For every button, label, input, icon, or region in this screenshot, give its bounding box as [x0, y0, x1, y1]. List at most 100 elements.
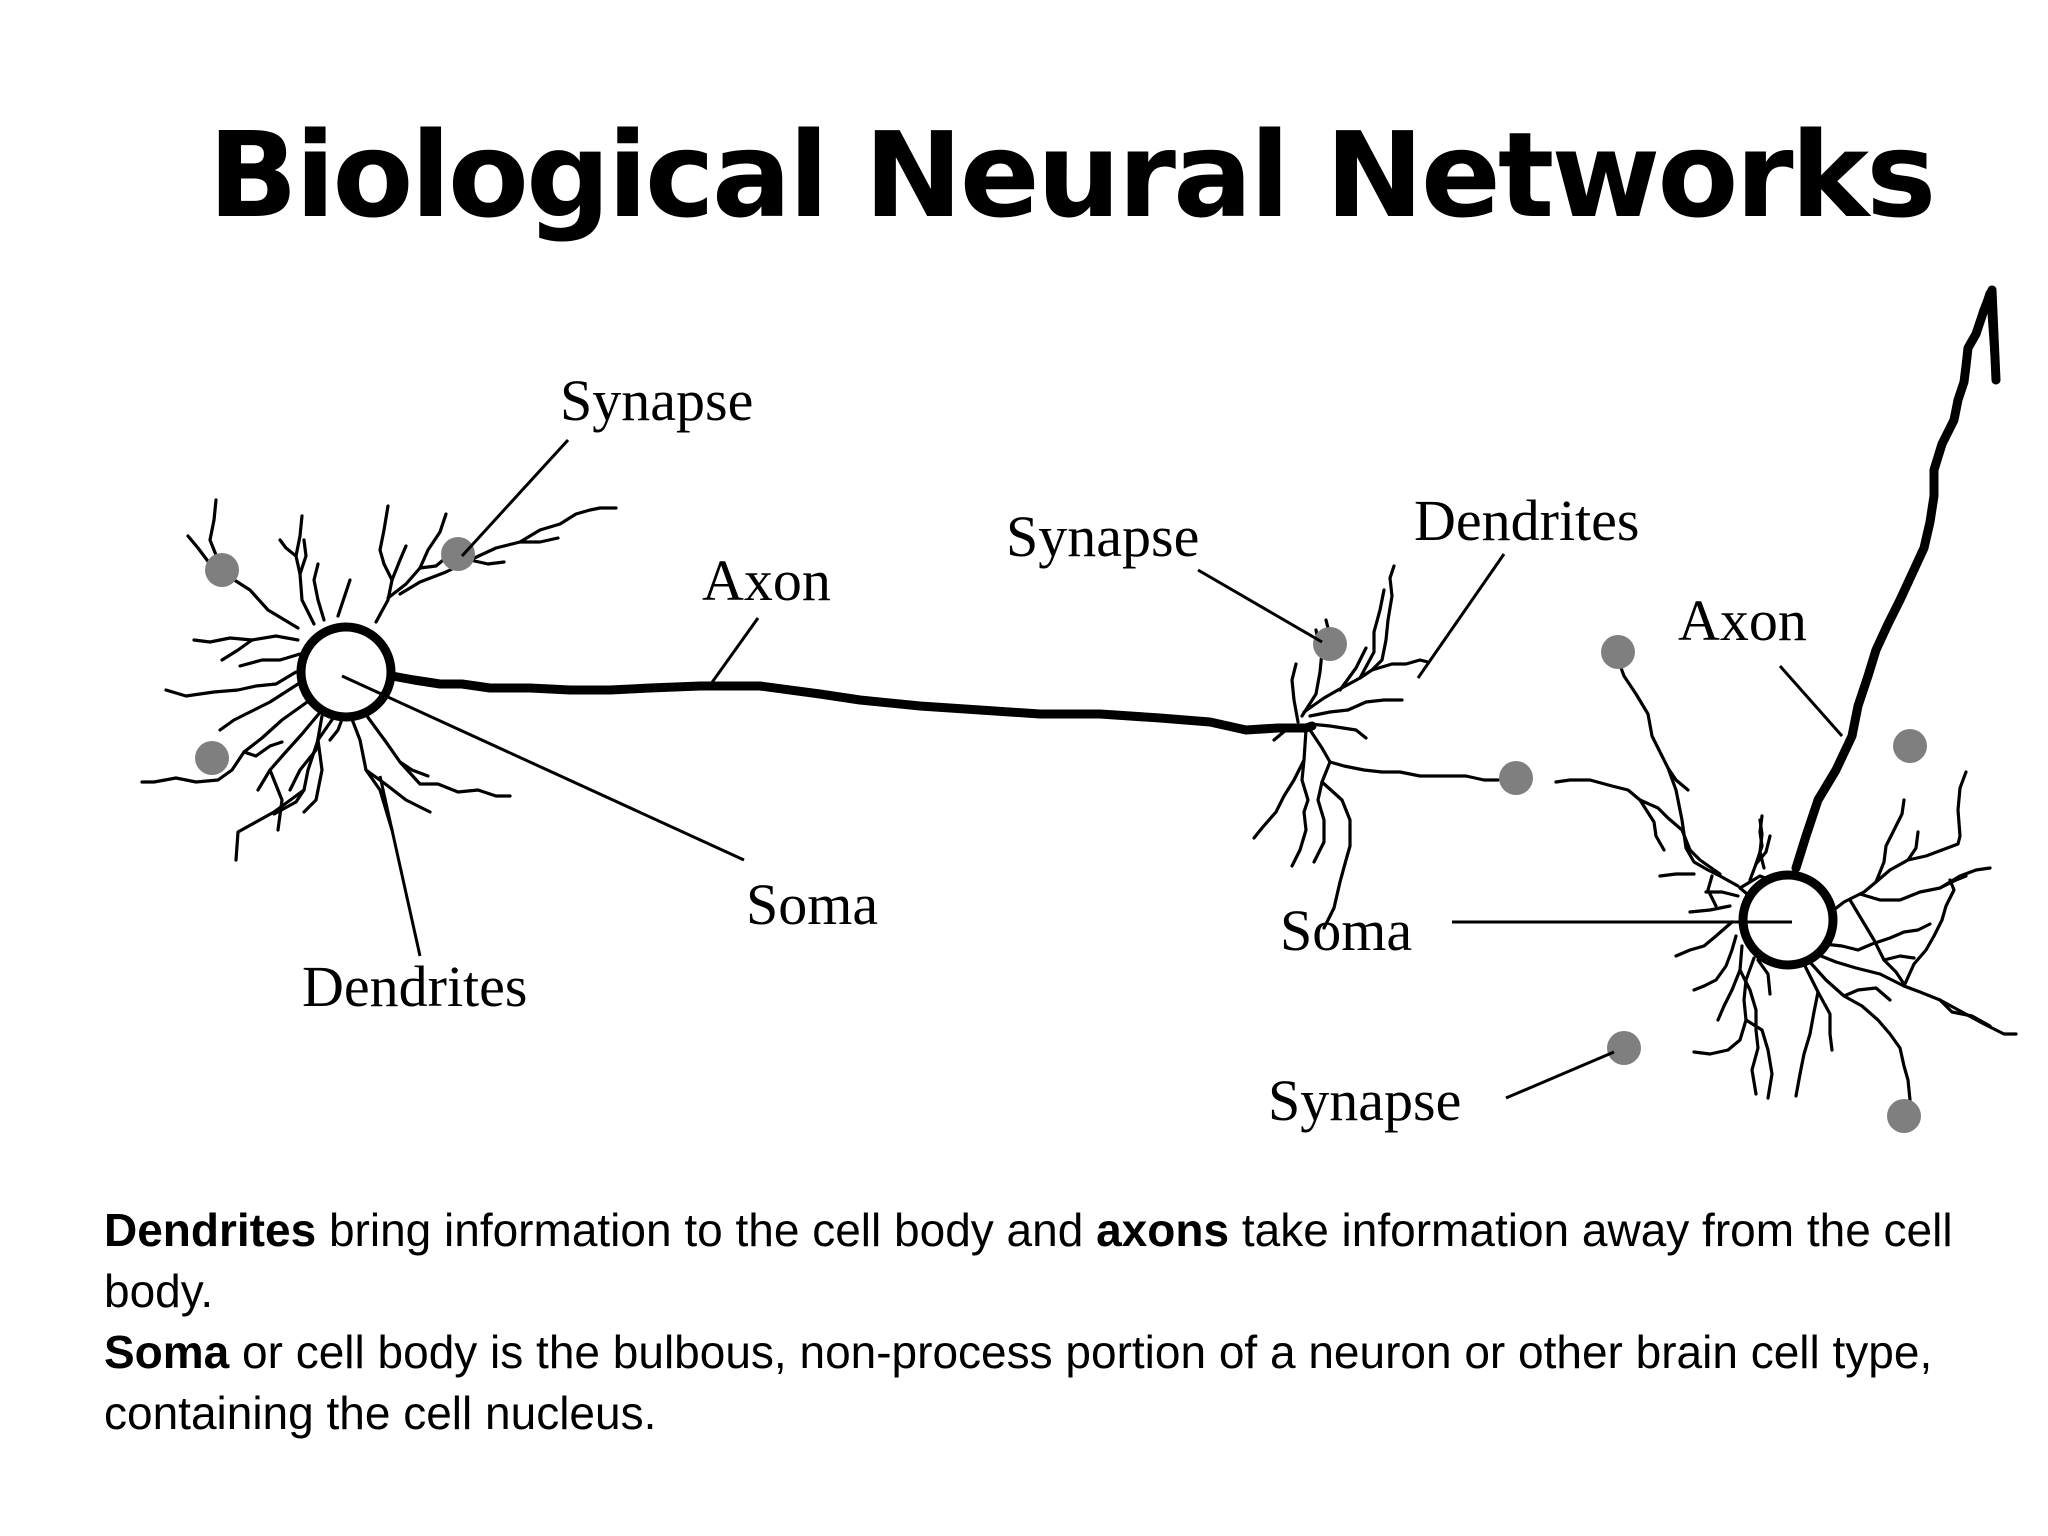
right-dendrite	[1658, 872, 1696, 878]
label-synapse-top: Synapse	[560, 368, 753, 433]
leader-lines	[341, 438, 1844, 1100]
left-dendrite	[386, 512, 448, 600]
right-dendrite	[1938, 998, 1992, 1028]
right-axon-tip	[1980, 290, 2000, 380]
left-dendrite	[238, 652, 302, 668]
left-dendrite	[164, 670, 298, 698]
left-dendrite	[220, 638, 254, 662]
terminal-dendrite	[1290, 728, 1310, 868]
left-dendrite	[140, 698, 312, 784]
right-dendrite	[1614, 652, 1740, 888]
synapse-dot	[195, 741, 229, 775]
synapse-dot	[1887, 1099, 1921, 1133]
leader-soma-left	[341, 674, 745, 862]
caption-line-soma: Soma or cell body is the bulbous, non-pr…	[104, 1322, 1964, 1444]
right-dendrite	[1858, 866, 1992, 902]
right-dendrite	[1794, 990, 1820, 1098]
terminal-dendrite	[1320, 780, 1352, 930]
right-dendrite	[1716, 944, 1744, 1022]
label-synapse-mid: Synapse	[1006, 504, 1199, 569]
synapse-dot	[1601, 635, 1635, 669]
terminal-dendrite	[1252, 758, 1306, 840]
label-soma-left: Soma	[746, 872, 878, 937]
synapse-dot	[441, 537, 475, 571]
right-dendrite	[1688, 904, 1732, 914]
terminal-dendrite	[1358, 588, 1386, 680]
left-dendrite	[294, 514, 316, 626]
terminal-dendrite	[1290, 662, 1300, 724]
left-dendrite	[364, 768, 432, 814]
term-dendrites: Dendrites	[104, 1204, 317, 1256]
label-dendrites-left: Dendrites	[302, 954, 528, 1019]
label-synapse-bottom: Synapse	[1268, 1068, 1461, 1133]
left-dendrite	[336, 578, 352, 618]
terminal-dendrite	[1302, 564, 1396, 714]
right-axon	[1791, 285, 2001, 873]
right-dendrite	[1756, 958, 1772, 996]
left-axon	[387, 671, 1317, 735]
right-soma	[1738, 870, 1838, 970]
leader-dendrites-right	[1416, 553, 1506, 679]
synapse-dot	[205, 553, 239, 587]
slide-title: Biological Neural Networks	[208, 106, 1936, 244]
left-dendrite	[398, 760, 430, 778]
right-dendrite	[1806, 958, 1912, 1102]
right-dendrite	[1906, 830, 1920, 862]
terminal-dendrite	[1308, 698, 1404, 718]
right-dendrite	[1554, 778, 1722, 876]
label-soma-right: Soma	[1280, 898, 1412, 963]
terminal-dendrite	[1308, 722, 1368, 740]
left-dendrite	[234, 788, 306, 862]
right-dendrite	[1822, 922, 1932, 952]
caption-line-dendrites-axons: Dendrites bring information to the cell …	[104, 1200, 1964, 1322]
caption-text: or cell body is the bulbous, non-process…	[104, 1326, 1933, 1439]
left-dendrite	[242, 740, 284, 758]
terminal-dendrite	[1308, 728, 1500, 782]
right-dendrite	[1842, 986, 1892, 1002]
left-dendrite	[288, 714, 324, 792]
left-dendrite	[312, 562, 326, 622]
right-dendrite	[1674, 920, 1734, 958]
right-dendrite	[1744, 1018, 1774, 1100]
leader-synapse-mid	[1197, 568, 1323, 644]
left-dendrite	[192, 634, 300, 644]
right-dendrite	[1638, 798, 1666, 852]
right-dendrite	[1824, 770, 1968, 918]
left-dendrite	[518, 536, 560, 544]
terminal-dendrites	[1252, 564, 1500, 930]
right-dendrite	[1754, 834, 1772, 866]
terminal-dendrite	[1370, 658, 1430, 672]
label-axon-right: Axon	[1678, 588, 1807, 653]
left-dendrite	[256, 708, 324, 792]
right-dendrite	[1692, 934, 1738, 992]
right-dendrite	[1882, 954, 1916, 962]
left-dendrite	[362, 710, 512, 798]
leader-dendrites-left	[378, 775, 422, 957]
label-axon-left: Axon	[702, 548, 831, 613]
left-dendrite	[378, 504, 394, 582]
left-dendrite	[398, 506, 618, 596]
right-dendrite	[1848, 898, 1906, 986]
label-dendrites-right: Dendrites	[1414, 488, 1640, 553]
right-dendrite	[1738, 968, 1760, 1096]
right-dendrite	[1874, 798, 1906, 884]
synapse-dot	[1499, 761, 1533, 795]
term-axons: axons	[1096, 1204, 1230, 1256]
leader-synapse-top	[460, 438, 570, 558]
terminal-dendrite	[1312, 760, 1332, 864]
caption-text: bring information to the cell body and	[316, 1204, 1097, 1256]
right-dendrite	[1706, 874, 1718, 908]
terminal-dendrite	[1338, 646, 1368, 692]
leader-synapse-bottom	[1505, 1050, 1615, 1100]
caption: Dendrites bring information to the cell …	[104, 1200, 1964, 1444]
right-neuron-dendrites	[1554, 652, 2018, 1102]
left-dendrite	[268, 768, 284, 832]
left-soma	[296, 622, 396, 722]
left-dendrite	[278, 538, 298, 558]
right-dendrite	[1902, 878, 1956, 988]
right-dendrite	[1666, 766, 1690, 792]
left-dendrite	[272, 712, 338, 816]
synapse-dot	[1607, 1031, 1641, 1065]
leader-axon-left	[706, 617, 760, 689]
